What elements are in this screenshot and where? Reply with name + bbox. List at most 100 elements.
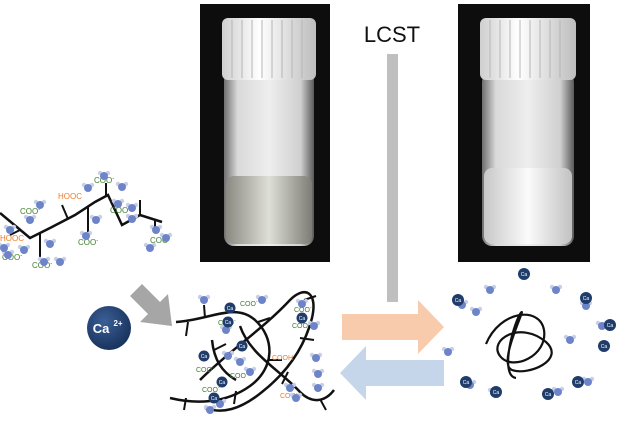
water-molecule-icon (125, 202, 139, 212)
charge-minus-label: - (96, 238, 98, 244)
water-molecule-icon (159, 232, 173, 242)
water-molecule-icon (549, 284, 563, 294)
water-molecule-icon (233, 356, 247, 366)
ca-ion-small-label: Ca (575, 380, 582, 386)
water-molecule-icon (3, 224, 17, 234)
ca-ion-icon: Ca (460, 376, 472, 388)
ca-ion-icon: Ca (198, 350, 210, 362)
water-molecule-icon (115, 181, 129, 191)
vial-liquid-turbid (484, 168, 572, 244)
ca-ion-icon: Ca (216, 376, 228, 388)
ca-ion-icon: Ca (604, 319, 616, 331)
water-molecule-icon (311, 382, 325, 392)
charge-minus-label: - (112, 176, 114, 182)
ca-ion-charge: 2+ (113, 319, 122, 328)
water-molecule-icon (221, 350, 235, 360)
ca-ion-icon: Ca (452, 294, 464, 306)
water-molecule-icon (255, 294, 269, 304)
water-molecule-icon (309, 352, 323, 362)
coo-label: COO- (196, 365, 214, 374)
ca-ion-icon: Ca (296, 312, 308, 324)
ca-ion-icon: Ca (542, 388, 554, 400)
coo-label: COO- (78, 238, 98, 247)
water-molecule-icon (203, 404, 217, 414)
water-molecule-icon (563, 334, 577, 344)
water-molecule-icon (143, 242, 157, 252)
ca-ion-small-label: Ca (521, 272, 528, 278)
coo-label: COO- (20, 207, 40, 216)
water-molecule-icon (111, 198, 125, 208)
coo-label: COO- (230, 371, 248, 380)
ca-ion-icon: Ca (572, 376, 584, 388)
coo-label: COO- (94, 176, 114, 185)
ca-ion-small-label: Ca (583, 296, 590, 302)
ca-ion-small-label: Ca (455, 298, 462, 304)
ca-ion-icon: Ca (490, 386, 502, 398)
water-molecule-icon (89, 214, 103, 224)
water-molecule-icon (33, 199, 47, 209)
water-molecule-icon (81, 182, 95, 192)
hooc-label: HOOC (58, 192, 82, 201)
charge-minus-label: - (212, 365, 214, 371)
ca-ion-small-label: Ca (493, 390, 500, 396)
lcst-label: LCST (364, 22, 420, 47)
water-molecule-icon (17, 244, 31, 254)
coo-label: COO- (240, 299, 258, 308)
photo-clear-vial (200, 4, 330, 262)
ca-ion-icon: Ca (598, 340, 610, 352)
coo-label: COO- (294, 305, 312, 314)
charge-minus-label: - (256, 299, 258, 305)
ca-ion-small-label: Ca (607, 323, 614, 329)
ca-ion-small-label: Ca (219, 380, 226, 386)
water-molecule-icon (283, 382, 297, 392)
water-molecule-icon (53, 256, 67, 266)
ca-ion-small-label: Ca (601, 344, 608, 350)
ca-ion-small-label: Ca (299, 316, 306, 322)
water-molecule-icon (37, 256, 51, 266)
ca-ion-label: Ca (93, 321, 110, 336)
cooh-label: COOH (272, 355, 293, 362)
ca-ion-small-label: Ca (211, 396, 218, 402)
water-molecule-icon (97, 170, 111, 180)
lcst-bar (387, 54, 398, 302)
photo-turbid-vial (458, 4, 590, 262)
ca-ion-small-label: Ca (545, 392, 552, 398)
ca-ion-icon: Ca (518, 268, 530, 280)
charge-minus-label: - (50, 261, 52, 267)
ca-ion-large: Ca 2+ (87, 306, 131, 350)
water-molecule-icon (469, 306, 483, 316)
gray-arrow (130, 284, 172, 326)
coo-label: COO- (2, 253, 22, 262)
water-molecule-icon (0, 242, 11, 252)
ca-ion-icon: Ca (224, 302, 236, 314)
chemical-annotations: COO- HOOC COO- COO- COO- COO- COO- HOOC COO- COO-… (0, 170, 616, 414)
vial-cap (480, 18, 576, 80)
collapsed-globule (484, 310, 553, 380)
water-molecule-icon (149, 224, 163, 234)
charge-minus-label: - (20, 253, 22, 259)
charge-minus-label: - (310, 305, 312, 311)
charge-minus-label: - (234, 318, 236, 324)
charge-minus-label: - (38, 207, 40, 213)
heating-arrow (342, 300, 444, 354)
ca-ion-icon: Ca (222, 316, 234, 328)
coo-label: COO- (202, 385, 220, 394)
water-molecule-icon (213, 398, 227, 408)
hooc-label: HOOC (0, 234, 24, 243)
charge-minus-label: - (218, 385, 220, 391)
ca-ion-icon: Ca (580, 292, 592, 304)
ca-ion-small-label: Ca (225, 320, 232, 326)
water-molecule-icon (289, 392, 303, 402)
ca-ion-icon: Ca (208, 392, 220, 404)
water-molecule-icon (307, 320, 321, 330)
ca-ion-small-label: Ca (227, 306, 234, 312)
ca-ion-small-label: Ca (463, 380, 470, 386)
water-molecule-icon (441, 346, 455, 356)
cooling-arrow (340, 346, 444, 400)
water-molecule-icon (311, 368, 325, 378)
water-molecule-icon (551, 386, 565, 396)
water-molecule-icon (295, 298, 309, 308)
vial-liquid-clear (226, 176, 312, 244)
